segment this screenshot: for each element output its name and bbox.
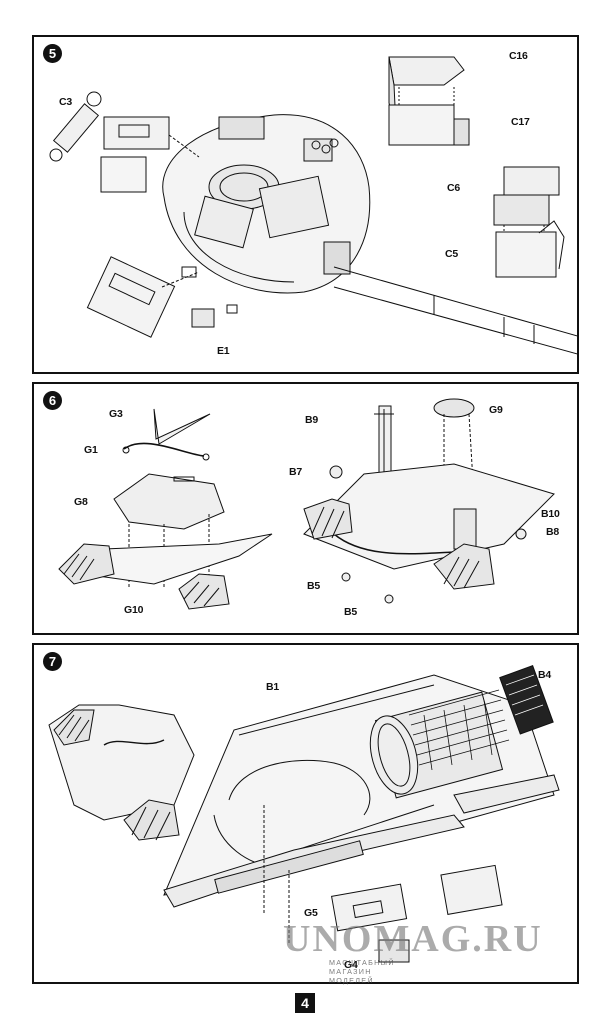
part-label-c5: C5 bbox=[445, 248, 459, 260]
part-label-g5: G5 bbox=[304, 907, 318, 919]
part-label-g10: G10 bbox=[124, 604, 144, 616]
part-label-g4: G4 bbox=[344, 959, 358, 971]
page-number: 4 bbox=[295, 993, 315, 1013]
part-label-g3: G3 bbox=[109, 408, 123, 420]
part-label-c3: C3 bbox=[59, 96, 73, 108]
part-label-b8: B8 bbox=[546, 526, 560, 538]
step-5-panel: 5 bbox=[32, 35, 579, 374]
part-label-b4: B4 bbox=[538, 669, 552, 681]
hull-front-drawing bbox=[34, 384, 579, 635]
step-5-number: 5 bbox=[43, 44, 62, 63]
part-label-g9: G9 bbox=[489, 404, 503, 416]
step-7-number: 7 bbox=[43, 652, 62, 671]
step-6-number: 6 bbox=[43, 391, 62, 410]
part-label-b5-right: B5 bbox=[344, 606, 358, 618]
part-label-c16: C16 bbox=[509, 50, 528, 62]
part-label-b10: B10 bbox=[541, 508, 560, 520]
part-label-b5-left: B5 bbox=[307, 580, 321, 592]
step-6-panel: 6 bbox=[32, 382, 579, 635]
step-7-panel: 7 bbox=[32, 643, 579, 984]
part-label-b9: B9 bbox=[305, 414, 319, 426]
part-label-c17: C17 bbox=[511, 116, 530, 128]
part-label-g1: G1 bbox=[84, 444, 98, 456]
part-label-b7: B7 bbox=[289, 466, 303, 478]
part-label-g8: G8 bbox=[74, 496, 88, 508]
part-label-e1: E1 bbox=[217, 345, 230, 357]
turret-assembly-drawing bbox=[34, 37, 579, 374]
part-label-c6: C6 bbox=[447, 182, 461, 194]
part-label-b1: B1 bbox=[266, 681, 280, 693]
hull-deck-drawing bbox=[34, 645, 579, 984]
